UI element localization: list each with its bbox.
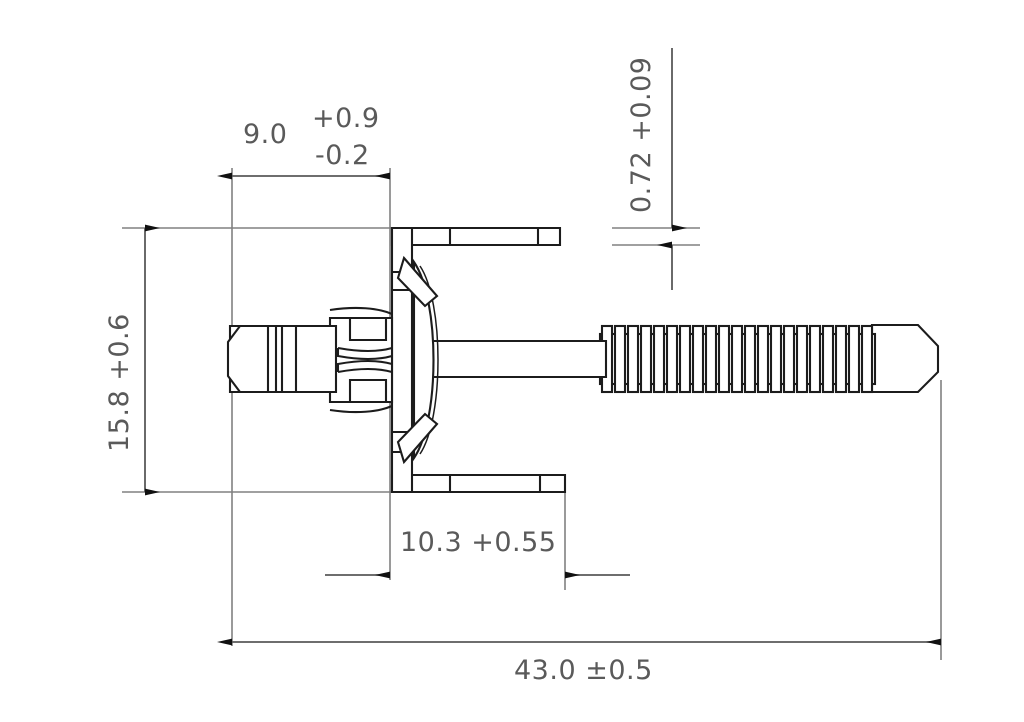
collar-barb-lower-edge (337, 367, 393, 374)
ribbed-shaft (598, 324, 877, 394)
rib (847, 324, 861, 394)
flange-tab-upper (390, 226, 562, 247)
retention-barb-upper (396, 255, 439, 308)
collar-bottom-flare (329, 405, 393, 414)
rib (613, 324, 627, 394)
dim-9-0-tol-upper: +0.9 (312, 103, 380, 134)
flange-dome-inner-contour (419, 265, 439, 455)
dim-9-0-value: 9.0 (243, 119, 287, 150)
rib (795, 324, 809, 394)
dim-9-0-tol-lower: -0.2 (315, 140, 370, 171)
rib (704, 324, 718, 394)
rib (691, 324, 705, 394)
rib (860, 324, 874, 394)
rib (743, 324, 757, 394)
dim-0-72-label: 0.72 +0.09 (626, 57, 657, 213)
collar-barb-upper-face (336, 348, 393, 361)
rib (808, 324, 822, 394)
rib (769, 324, 783, 394)
rib (821, 324, 835, 394)
rib (717, 324, 731, 394)
expansion-collar-detail (329, 306, 393, 414)
dimension-15-8: 15.8 +0.6 (104, 224, 160, 496)
dim-10-3-label: 10.3 +0.55 (400, 527, 556, 558)
part-geometry (226, 226, 940, 494)
collar-barb-lower-face (336, 359, 393, 372)
rib (665, 324, 679, 394)
conical-tip (870, 323, 940, 394)
dim-15-8-label: 15.8 +0.6 (104, 313, 135, 452)
expansion-collar (328, 316, 394, 404)
rib (834, 324, 848, 394)
collar-slot-upper (348, 318, 388, 342)
dimension-0-72: 0.72 +0.09 (626, 48, 687, 290)
dimension-10-3: 10.3 +0.55 (325, 527, 630, 579)
dimension-9-0: 9.0 +0.9 -0.2 (217, 103, 390, 180)
pin-head (226, 324, 284, 394)
rib (782, 324, 796, 394)
rib (652, 324, 666, 394)
dimension-43-0: 43.0 ±0.5 (217, 638, 941, 686)
rib (730, 324, 744, 394)
flange-web (390, 226, 414, 494)
pin-shank-right (430, 339, 608, 379)
retention-barb-lower (396, 412, 439, 465)
collar-slot-lower (348, 378, 388, 402)
rib (678, 324, 692, 394)
rib (756, 324, 770, 394)
collar-top-flare (329, 306, 393, 315)
rib (626, 324, 640, 394)
extension-lines (122, 168, 942, 660)
dim-43-0-label: 43.0 ±0.5 (514, 655, 653, 686)
rib (639, 324, 653, 394)
collar-barb-upper-edge (337, 346, 393, 353)
